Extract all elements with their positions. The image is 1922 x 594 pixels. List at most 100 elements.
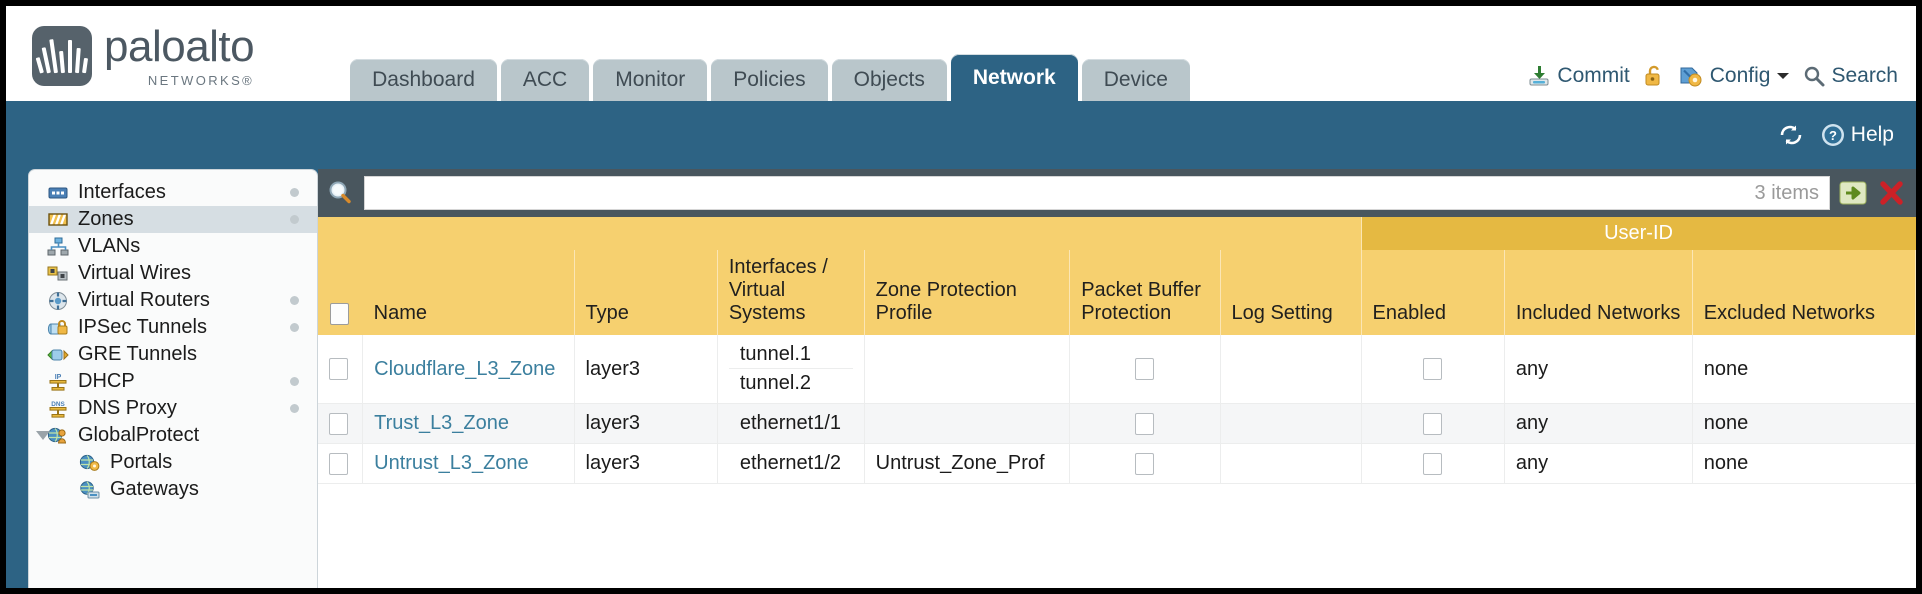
config-menu-button[interactable]: Config [1678, 64, 1791, 88]
sidebar-item-gre-tunnels[interactable]: GRE Tunnels [29, 341, 317, 368]
help-button[interactable]: ? Help [1820, 122, 1894, 148]
cell-zone-protection-profile [864, 403, 1071, 444]
cell-zone-name: Untrust_L3_Zone [362, 443, 575, 484]
search-magnifier-icon [324, 179, 356, 207]
cell-zone-type: layer3 [574, 443, 718, 484]
userid-enabled-checkbox[interactable] [1423, 358, 1443, 381]
chevron-down-icon [1776, 70, 1790, 82]
sidebar-item-portals[interactable]: Portals [29, 449, 317, 476]
tab-label: Monitor [615, 68, 686, 91]
select-all-checkbox[interactable] [330, 302, 349, 325]
filter-search-input[interactable]: 3 items [364, 176, 1830, 210]
filter-bar: 3 items [318, 169, 1916, 217]
cell-log-setting [1220, 443, 1362, 484]
tab-label: Policies [733, 68, 806, 91]
sidebar-item-status-dot [290, 404, 299, 413]
interface-entry: ethernet1/1 [739, 412, 842, 434]
sidebar-item-ipsec-tunnels[interactable]: IPSec Tunnels [29, 314, 317, 341]
search-button[interactable]: Search [1803, 64, 1898, 88]
tab-label: Device [1103, 68, 1168, 91]
column-header-packet-buffer-protection[interactable]: Packet Buffer Protection [1069, 250, 1221, 335]
column-header-label: Type [585, 302, 629, 324]
tab-label: Objects [853, 68, 925, 91]
zone-name-link[interactable]: Cloudflare_L3_Zone [374, 357, 556, 380]
column-header-excluded-networks[interactable]: Excluded Networks [1692, 250, 1916, 335]
sidebar-item-status-dot [290, 188, 299, 197]
sidebar-item-gateways[interactable]: Gateways [29, 476, 317, 503]
sidebar-item-zones[interactable]: Zones [29, 206, 317, 233]
zone-name-link[interactable]: Untrust_L3_Zone [374, 452, 529, 474]
sidebar-item-globalprotect[interactable]: GlobalProtect [29, 422, 317, 449]
column-header-label: Enabled [1372, 302, 1446, 324]
tab-dashboard[interactable]: Dashboard [350, 59, 497, 101]
row-select-checkbox[interactable] [329, 358, 348, 381]
sidebar-item-virtual-routers[interactable]: Virtual Routers [29, 287, 317, 314]
column-header-label: Interfaces / Virtual Systems [728, 256, 828, 324]
packet-buffer-protection-checkbox[interactable] [1135, 358, 1155, 381]
sidebar-item-label: GRE Tunnels [78, 343, 197, 365]
tab-objects[interactable]: Objects [831, 59, 947, 101]
zone-name-link[interactable]: Trust_L3_Zone [374, 412, 510, 434]
portals-icon [79, 453, 101, 473]
interfaces-icon [47, 183, 69, 203]
sidebar-item-status-dot [290, 377, 299, 386]
search-magnifier-icon [1803, 65, 1825, 87]
group-header-label: User-ID [1604, 222, 1673, 244]
tab-network[interactable]: Network [950, 54, 1078, 101]
tab-device[interactable]: Device [1081, 59, 1190, 101]
sidebar-item-label: DHCP [78, 370, 135, 392]
zones-table-scroll[interactable]: User-ID Name Type Interfaces / Virtual Sys… [318, 217, 1916, 588]
cell-zone-protection-profile [864, 335, 1071, 404]
expand-collapse-triangle-icon[interactable] [36, 431, 50, 440]
column-header-included-networks[interactable]: Included Networks [1504, 250, 1693, 335]
sidebar-item-label: Zones [78, 208, 134, 230]
sidebar-item-virtual-wires[interactable]: Virtual Wires [29, 260, 317, 287]
row-select-checkbox[interactable] [329, 452, 348, 475]
tab-monitor[interactable]: Monitor [593, 59, 708, 101]
column-header-zone-protection-profile[interactable]: Zone Protection Profile [864, 250, 1071, 335]
refresh-button[interactable] [1778, 123, 1804, 147]
unlock-padlock-button[interactable] [1643, 64, 1665, 88]
sidebar-item-vlans[interactable]: VLANs [29, 233, 317, 260]
ipsec-tunnels-icon [47, 318, 69, 338]
clear-filter-button[interactable] [1876, 178, 1906, 208]
row-select-checkbox[interactable] [329, 412, 348, 435]
column-header-enabled[interactable]: Enabled [1361, 250, 1505, 335]
userid-enabled-checkbox[interactable] [1423, 452, 1443, 475]
packet-buffer-protection-checkbox[interactable] [1135, 452, 1155, 475]
cell-excluded-networks: none [1692, 443, 1916, 484]
cell-included-networks: any [1504, 443, 1693, 484]
packet-buffer-protection-checkbox[interactable] [1135, 412, 1155, 435]
column-header-row: Name Type Interfaces / Virtual Systems Zone… [318, 250, 1916, 335]
config-label: Config [1709, 64, 1771, 87]
sidebar-item-status-dot [290, 215, 299, 224]
globalprotect-icon [47, 426, 69, 446]
column-header-type[interactable]: Type [574, 250, 718, 335]
column-header-log-setting[interactable]: Log Setting [1220, 250, 1362, 335]
apply-filter-button[interactable] [1838, 178, 1868, 208]
column-header-interfaces-virtual-systems[interactable]: Interfaces / Virtual Systems [717, 250, 865, 335]
cell-interfaces: ethernet1/2 [717, 443, 865, 484]
sidebar-item-interfaces[interactable]: Interfaces [29, 179, 317, 206]
userid-enabled-checkbox[interactable] [1423, 412, 1443, 435]
column-header-name[interactable]: Name [362, 250, 575, 335]
tab-policies[interactable]: Policies [711, 59, 828, 101]
column-header-label: Name [373, 302, 427, 324]
interface-entry: tunnel.1 [728, 340, 853, 369]
row-select-cell [318, 403, 364, 444]
apply-filter-arrow-icon [1839, 181, 1867, 205]
context-band: ? Help [6, 101, 1916, 169]
paloalto-logo-icon [32, 26, 92, 86]
sidebar-item-label: DNS Proxy [78, 397, 177, 419]
items-count: 3 items [1754, 181, 1819, 204]
tab-acc[interactable]: ACC [500, 59, 590, 101]
column-header-label: Log Setting [1231, 302, 1333, 324]
commit-button[interactable]: Commit [1527, 64, 1630, 88]
